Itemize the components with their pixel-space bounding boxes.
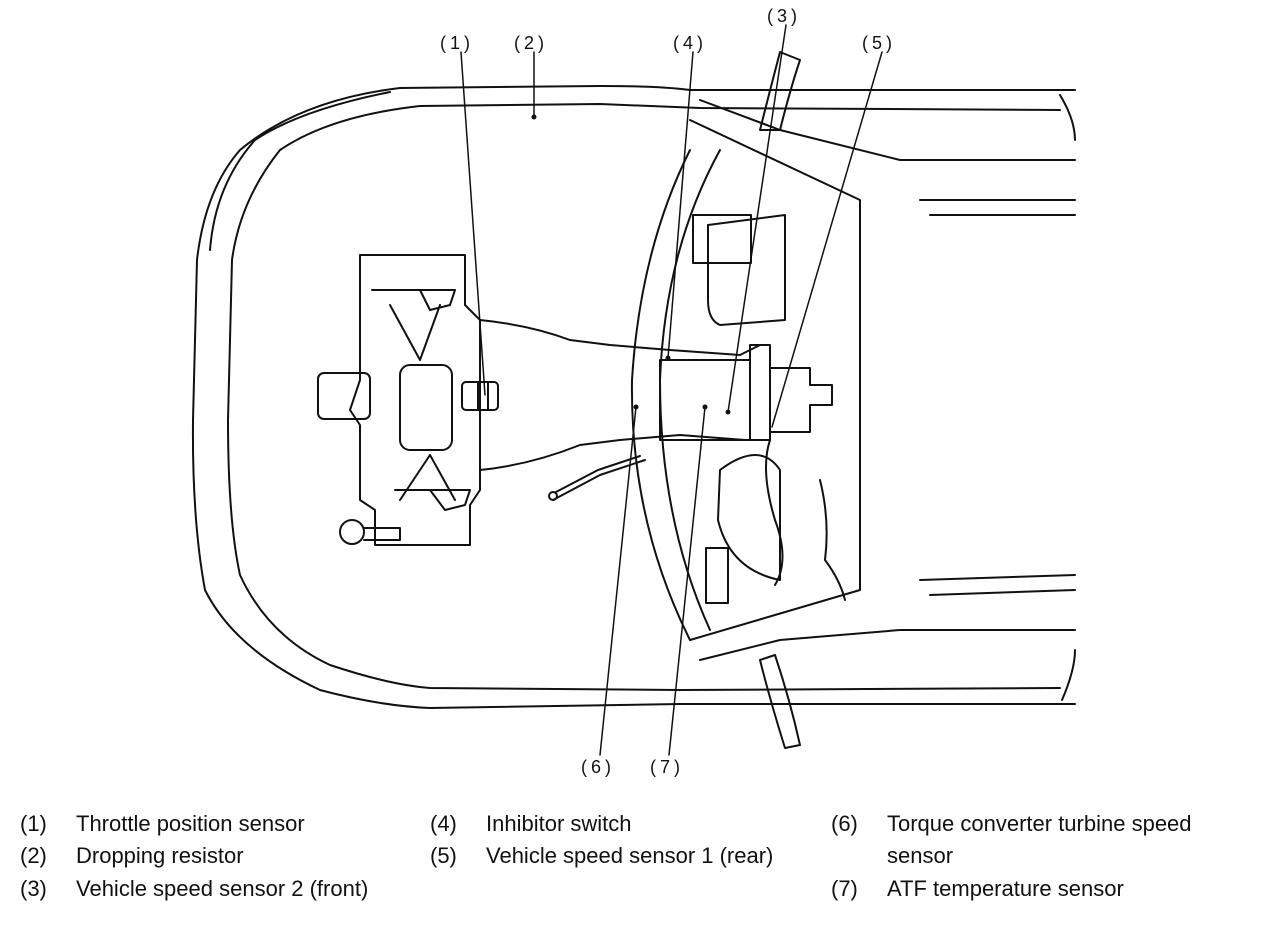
- upper-console-box: [692, 214, 752, 264]
- vehicle-layout-diagram: [191, 24, 1076, 756]
- leader-line-1: [460, 51, 486, 396]
- firewall-curve: [630, 149, 691, 641]
- legend: (1) Throttle position sensor (2) Droppin…: [0, 808, 1280, 928]
- right-fender-strut: [759, 654, 801, 749]
- rear-harness-2: [819, 479, 846, 601]
- engine-center-block: [399, 364, 453, 451]
- legend-text: Vehicle speed sensor 2 (front): [76, 876, 369, 901]
- throttle-body: [461, 381, 499, 411]
- legend-number: (1): [20, 811, 47, 836]
- car-body-inner-line: [227, 103, 1061, 691]
- callout-1: (1): [440, 33, 474, 53]
- leader-line-6: [599, 406, 637, 756]
- cabin-frame-top: [689, 119, 861, 641]
- legend-number: (2): [20, 843, 47, 868]
- callout-7: (7): [650, 757, 684, 777]
- legend-number: (6): [831, 811, 858, 836]
- legend-text: Inhibitor switch: [486, 811, 632, 836]
- legend-text: ATF temperature sensor: [887, 876, 1124, 901]
- legend-number: (7): [831, 876, 858, 901]
- car-body-outline: [191, 85, 1076, 709]
- leader-line-3: [727, 24, 787, 413]
- shift-cable: [552, 455, 646, 501]
- callout-4: (4): [673, 33, 707, 53]
- leader-lines: [460, 24, 883, 756]
- throttle-body-ribs: [477, 381, 489, 411]
- cabin-lower-trim: [919, 574, 1076, 596]
- rear-door-line-bottom: [1061, 649, 1076, 701]
- oil-filter-neck: [363, 527, 401, 541]
- legend-text: Torque converter turbine speed: [887, 811, 1192, 836]
- callout-2: (2): [514, 33, 548, 53]
- leader-dots: [531, 114, 731, 415]
- shift-cable-end: [548, 491, 558, 501]
- legend-number: (3): [20, 876, 47, 901]
- lower-console-box: [705, 547, 729, 604]
- cabin-upper-rail: [699, 99, 1076, 161]
- rear-harness: [765, 439, 784, 586]
- engine-intake-top: [371, 289, 456, 361]
- rear-door-line-top: [1059, 94, 1076, 141]
- leader-line-5: [771, 51, 883, 428]
- cabin-lower-rail: [699, 629, 1076, 661]
- alternator: [317, 372, 371, 420]
- upper-seat-outline: [707, 214, 786, 326]
- transmission-lower-edge: [479, 434, 761, 471]
- extension-housing: [749, 344, 771, 441]
- engine-intake-bottom: [394, 454, 471, 511]
- legend-text: Throttle position sensor: [76, 811, 305, 836]
- legend-number: (4): [430, 811, 457, 836]
- callout-3: (3): [767, 6, 801, 26]
- engine-block: [349, 254, 481, 546]
- legend-text: Dropping resistor: [76, 843, 244, 868]
- callout-6: (6): [581, 757, 615, 777]
- lower-seat-outline: [717, 454, 781, 581]
- transmission-case: [659, 359, 751, 441]
- rear-output-housing: [769, 367, 833, 433]
- oil-filter-cap: [339, 519, 365, 545]
- legend-text: sensor: [887, 843, 954, 868]
- legend-text: Vehicle speed sensor 1 (rear): [486, 843, 774, 868]
- cabin-upper-trim: [919, 199, 1076, 216]
- legend-number: (5): [430, 843, 457, 868]
- transmission-upper-edge: [479, 319, 761, 356]
- leader-line-7: [668, 406, 706, 756]
- callout-5: (5): [862, 33, 896, 53]
- front-bumper: [209, 91, 391, 251]
- leader-line-4: [667, 51, 694, 359]
